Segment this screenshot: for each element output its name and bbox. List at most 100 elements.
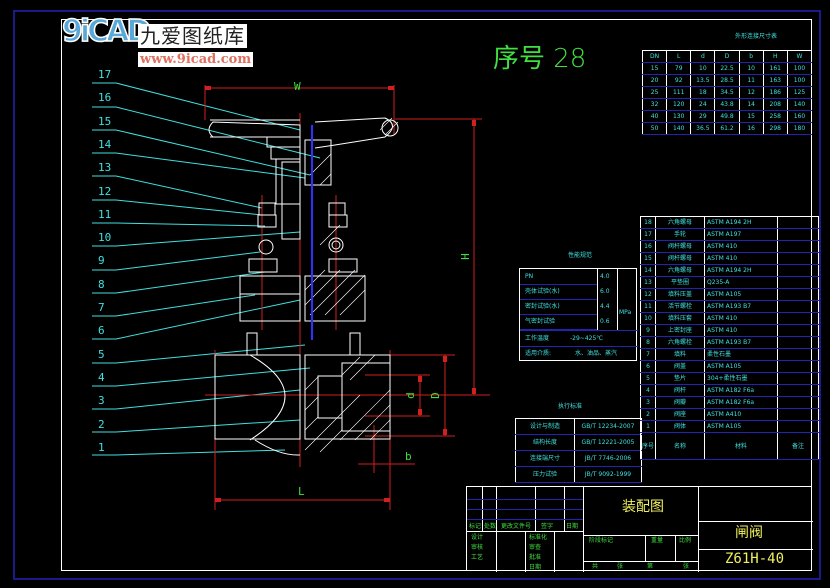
parts-footer-no: 序号 <box>640 432 656 460</box>
size-cell: 180 <box>786 122 813 135</box>
parts-remark <box>777 360 819 373</box>
size-cell: 15 <box>738 110 764 123</box>
standards-label: 压力试验 <box>515 466 575 483</box>
outer-border <box>13 10 821 580</box>
parts-no: 11 <box>640 300 656 313</box>
size-header-cell: H <box>762 50 788 63</box>
standards-label: 结构长度 <box>515 434 575 451</box>
label-mark: 标记 <box>469 523 482 530</box>
perf-temp-label: 工作温度 <box>525 335 550 342</box>
label-page: 第 <box>647 563 654 570</box>
parts-no: 3 <box>640 396 656 409</box>
perf-value: 0.6 <box>600 318 610 325</box>
parts-name: 阀瓣 <box>655 396 705 409</box>
label-process: 工艺 <box>471 554 484 561</box>
parts-material: ASTM 410 <box>704 312 778 325</box>
site-url: www.9icad.com <box>138 52 254 67</box>
parts-material: ASTM A105 <box>704 360 778 373</box>
parts-no: 7 <box>640 348 656 361</box>
logo-mark-cad: 9iCAD <box>61 13 152 50</box>
balloon-10: 10 <box>98 231 112 245</box>
perf-label: 气密封试验 <box>525 318 556 325</box>
parts-name: 阀杆螺母 <box>655 240 705 253</box>
balloon-4: 4 <box>98 370 105 384</box>
size-header-cell: L <box>666 50 692 63</box>
size-cell: 120 <box>666 98 692 111</box>
parts-remark <box>777 384 819 397</box>
parts-name: 填料压套 <box>655 312 705 325</box>
standards-label: 设计与制造 <box>515 418 575 435</box>
perf-label: 壳体试验(水) <box>525 288 560 295</box>
balloon-16: 16 <box>98 91 112 105</box>
standards-label: 连接端尺寸 <box>515 450 575 467</box>
parts-footer-material: 材料 <box>704 432 778 460</box>
perf-label: 密封试验(水) <box>525 303 560 310</box>
parts-no: 10 <box>640 312 656 325</box>
size-cell: 20 <box>641 74 668 87</box>
balloon-5: 5 <box>98 347 105 361</box>
site-name: 九爱图纸库 <box>138 24 247 48</box>
balloon-15: 15 <box>98 114 112 128</box>
parts-remark <box>777 420 819 433</box>
parts-name: 六角螺母 <box>655 216 705 229</box>
size-header-cell: DN <box>641 50 668 63</box>
parts-footer: 序号名称材料备注 <box>640 432 819 460</box>
parts-no: 14 <box>640 264 656 277</box>
parts-material: ASTM 410 <box>704 324 778 337</box>
balloon-11: 11 <box>98 207 112 221</box>
size-header-cell: b <box>738 50 764 63</box>
size-cell: 24 <box>690 98 716 111</box>
standards-value: GB/T 12221-2005 <box>574 434 642 451</box>
parts-remark <box>777 300 819 313</box>
dim-label-w: W <box>294 80 301 93</box>
size-cell: 29 <box>690 110 716 123</box>
size-cell: 298 <box>762 122 788 135</box>
parts-no: 4 <box>640 384 656 397</box>
label-review: 审查 <box>529 544 542 551</box>
parts-remark <box>777 372 819 385</box>
perf-value: 4.4 <box>600 303 610 310</box>
parts-no: 15 <box>640 252 656 265</box>
parts-no: 1 <box>640 420 656 433</box>
parts-material: Q235-A <box>704 276 778 289</box>
size-cell: 161 <box>762 62 788 75</box>
size-cell: 36.5 <box>690 122 716 135</box>
parts-material: ASTM A410 <box>704 408 778 421</box>
size-cell: 14 <box>738 98 764 111</box>
parts-name: 阀盖 <box>655 360 705 373</box>
parts-material: 柔性石墨 <box>704 348 778 361</box>
performance-table-title: 性能规范 <box>568 252 593 259</box>
dim-label-h: H <box>458 253 472 260</box>
perf-row-divider <box>520 299 597 300</box>
size-cell: 43.8 <box>714 98 740 111</box>
parts-material: ASTM A105 <box>704 420 778 433</box>
perf-medium-value: 水、油品、蒸汽 <box>575 350 618 357</box>
parts-name: 垫片 <box>655 372 705 385</box>
size-cell: 92 <box>666 74 692 87</box>
parts-name: 六角螺母 <box>655 264 705 277</box>
perf-medium-label: 适用介质: <box>525 350 552 357</box>
size-cell: 10 <box>738 62 764 75</box>
size-cell: 100 <box>786 62 813 75</box>
parts-no: 8 <box>640 336 656 349</box>
parts-material: ASTM A194 2H <box>704 264 778 277</box>
part-name: 闸阀 <box>735 525 763 541</box>
parts-no: 18 <box>640 216 656 229</box>
parts-name: 填料 <box>655 348 705 361</box>
perf-value: 4.0 <box>600 273 610 280</box>
